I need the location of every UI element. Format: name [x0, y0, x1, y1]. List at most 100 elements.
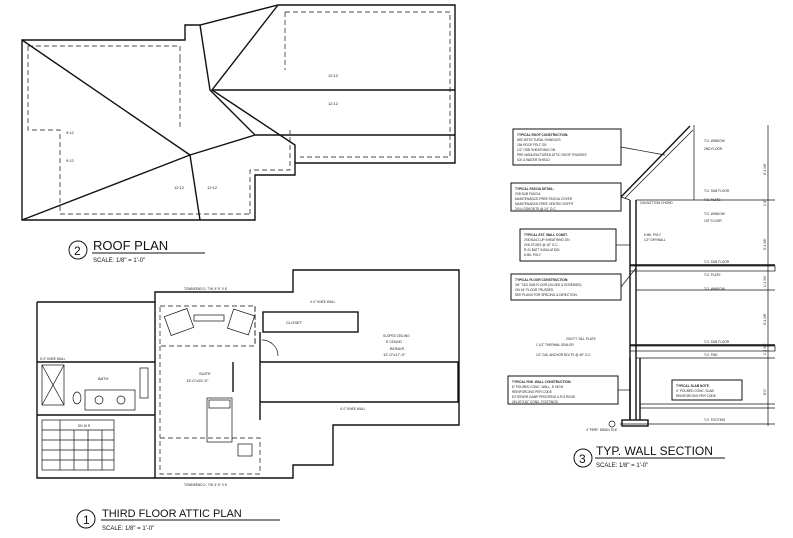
roof-pitch-label: 12:12 [174, 185, 185, 190]
svg-text:6 MIL POLY: 6 MIL POLY [524, 253, 542, 257]
level-label: 2ND FLOOR [704, 147, 723, 151]
detail-number: 1 [83, 513, 90, 527]
dormer-note: TOWNSEND D. 7'W, 5'-9" X 6' [184, 483, 227, 487]
section-note: 6 MIL POLY [644, 233, 662, 237]
roof-outline [21, 4, 456, 221]
svg-text:ICE & WATER SHIELD: ICE & WATER SHIELD [517, 158, 550, 162]
attic-plan-scale: SCALE: 1/8" = 1'-0" [102, 526, 154, 532]
roof-plan-scale: SCALE: 1/8" = 1'-0" [93, 258, 145, 264]
bonus-size: 12'-0"x17'-0" [383, 352, 406, 357]
section-note: 4" PERF. DRAIN TILE [586, 428, 617, 432]
note-fnd: TYPICAL FND. WALL CONSTRUCTION: 8" POURE… [507, 375, 619, 405]
leader [620, 146, 666, 156]
svg-text:TYPICAL FASCIA DETAIL:: TYPICAL FASCIA DETAIL: [515, 187, 554, 191]
svg-text:4" POURED CONC. SLAB: 4" POURED CONC. SLAB [676, 389, 714, 393]
note-slab: TYPICAL SLAB NOTE 4" POURED CONC. SLAB R… [671, 379, 743, 401]
section-note: 1/2" DIA. ANCHOR BOLTS @ 48" O.C. [536, 353, 592, 357]
svg-text:ARCHITECTURAL SHINGLES: ARCHITECTURAL SHINGLES [517, 138, 561, 142]
sink [116, 395, 126, 405]
detail-number-circle [573, 448, 593, 468]
svg-text:2X6 BUILT-UP SHEATHING ON: 2X6 BUILT-UP SHEATHING ON [524, 238, 570, 242]
shower [41, 364, 65, 406]
wall-below-2 [27, 46, 250, 215]
svg-text:TYPICAL FND. WALL CONSTRUCTION: TYPICAL FND. WALL CONSTRUCTION: [512, 380, 571, 384]
dormer-bench [193, 314, 225, 322]
level-label: T.O. WINDOW [704, 212, 725, 216]
svg-text:TYPICAL EXT. WALL CONST.: TYPICAL EXT. WALL CONST. [524, 233, 568, 237]
dormer-note: TOWNSEND D. 7'W, 5'-9" X 6' [184, 287, 227, 291]
section-note: 1/2" DRYWALL [644, 238, 666, 242]
roof-valley [189, 154, 201, 221]
svg-text:2X6 STUDS @ 16" O.C.: 2X6 STUDS @ 16" O.C. [524, 243, 559, 247]
roof-pitch-label: 12:12 [328, 73, 339, 78]
svg-text:TYPICAL FLOOR CONSTRUCTION:: TYPICAL FLOOR CONSTRUCTION: [515, 278, 568, 282]
dimension-text: 1'-4 3/4" [763, 275, 767, 287]
dimension-text: 8'-1 1/8" [763, 238, 767, 250]
roof-pitch-label: 9:12 [66, 158, 75, 163]
roof-pitch-label: 9:12 [66, 130, 75, 135]
roof-pitch-label: 12:12 [328, 101, 339, 106]
shower-x [41, 364, 65, 406]
suite-label: SUITE [199, 371, 211, 376]
vanity [84, 389, 136, 411]
roof-ridge-main [199, 24, 256, 136]
svg-text:REINFORCING PER CODE: REINFORCING PER CODE [676, 394, 716, 398]
svg-text:PRE MANUFACTURED ATTIC ROOF TR: PRE MANUFACTURED ATTIC ROOF TRUSSES [517, 153, 587, 157]
footing [621, 419, 649, 427]
roof-plan-title: ROOF PLAN [93, 238, 168, 253]
sink [94, 395, 104, 405]
level-label: T.O. PLATE [704, 198, 721, 202]
knee-wall-label: 4'-0" KNEE WALL [340, 407, 366, 411]
floor-joist [629, 345, 776, 352]
svg-text:SEE PLANS FOR SPACING & DIRECT: SEE PLANS FOR SPACING & DIRECTION [515, 293, 577, 297]
attic-plan-title: THIRD FLOOR ATTIC PLAN [102, 508, 242, 520]
wall-below-1 [28, 45, 181, 58]
section-note: 1 1/2" THERMAL SEALER [536, 343, 574, 347]
roof-hip-right [210, 4, 296, 163]
detail-number: 3 [579, 452, 586, 466]
dimension-text: 8'-1 1/8" [763, 313, 767, 325]
door-swing [261, 339, 279, 357]
attic-plan: CLOSET SUITE 13'-0"x22'-0" BATH BONUS 12… [36, 269, 460, 532]
dimension-text: 1'-4 3/4" [763, 343, 767, 355]
svg-text:MAINTENANCE-FREE FASCIA COVER: MAINTENANCE-FREE FASCIA COVER [515, 197, 573, 201]
svg-text:MAINTENANCE-FREE VENTED SOFFIT: MAINTENANCE-FREE VENTED SOFFIT [515, 202, 574, 206]
note-roof: TYPICAL ROOF CONSTRUCTION: ARCHITECTURAL… [512, 128, 622, 166]
detail-number-circle [76, 509, 96, 529]
dimension-text: 8'-0" [763, 389, 767, 395]
ceiling-note: 8' CEILING [386, 340, 403, 344]
level-label: T.O. SUB FLOOR [704, 260, 730, 264]
svg-text:R-21 BATT INSULATION: R-21 BATT INSULATION [524, 248, 560, 252]
knee-wall [159, 305, 256, 347]
svg-text:2X8 SUB FASCIA: 2X8 SUB FASCIA [515, 192, 541, 196]
level-label: T.O. FOOTING [704, 418, 726, 422]
svg-text:ON 20"X10" CONC. FOOTINGS: ON 20"X10" CONC. FOOTINGS [512, 400, 558, 404]
svg-text:REINFORCING PER CODE: REINFORCING PER CODE [512, 390, 552, 394]
roof-valley-2 [189, 134, 256, 156]
detail-number-circle [68, 240, 88, 260]
roof-plan: 12:12 12:12 9:12 9:12 12:12 12:12 2 ROOF… [21, 4, 456, 264]
stairs [41, 419, 115, 471]
section-note: 2X6 BOTTOM CHORD [640, 201, 673, 205]
level-label: T.O. FND. [704, 353, 718, 357]
wall-section: T.O. WINDOW 2ND FLOOR T.O. SUB FLOOR T.O… [507, 125, 776, 469]
bonus-label: BONUS [390, 346, 405, 351]
note-ext-wall: TYPICAL EXT. WALL CONST. 2X6 BUILT-UP SH… [519, 228, 617, 262]
leader [620, 267, 637, 288]
svg-text:2X4 LOOKOUTS @ 24" O.C.: 2X4 LOOKOUTS @ 24" O.C. [515, 207, 557, 211]
bed [206, 397, 233, 443]
sloped-ceiling-label: SLOPED CEILING [383, 334, 410, 338]
knee-wall-label: 5'-0" KNEE WALL [40, 357, 66, 361]
closet-walls [262, 311, 359, 333]
nightstand [237, 443, 253, 457]
svg-text:TYPICAL SLAB NOTE: TYPICAL SLAB NOTE [676, 384, 709, 388]
svg-text:1/2" OSB SHEATHING ON: 1/2" OSB SHEATHING ON [517, 148, 556, 152]
note-floor: TYPICAL FLOOR CONSTRUCTION: 3/4" T&G SUB… [510, 273, 622, 301]
roof-slope [619, 125, 691, 199]
section-note: 2X6 P.T. SILL PLATE [566, 337, 596, 341]
suite-size: 13'-0"x22'-0" [186, 378, 209, 383]
svg-text:TYPICAL ROOF CONSTRUCTION:: TYPICAL ROOF CONSTRUCTION: [517, 133, 568, 137]
svg-text:15# ROOF FELT ON: 15# ROOF FELT ON [517, 143, 547, 147]
closet-label: CLOSET [286, 320, 303, 325]
